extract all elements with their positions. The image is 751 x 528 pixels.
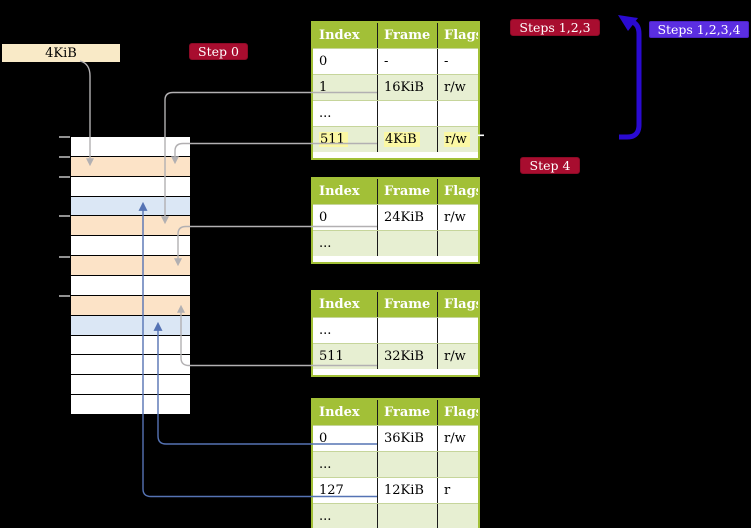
table-cell: ...: [319, 323, 332, 338]
table-cell: 1: [319, 80, 328, 95]
header-flags: Flags: [437, 23, 478, 48]
table-row: 511 32KiB r/w: [313, 343, 478, 369]
memory-row-orange: [71, 156, 190, 177]
page-table-4: Index Frame Flags 0 36KiB r/w ... 127 12…: [311, 398, 480, 528]
table-cell: [437, 231, 478, 256]
table-row: 1 16KiB r/w: [313, 74, 478, 100]
table-cell: [437, 318, 478, 343]
table-cell: 127: [319, 483, 344, 498]
table-row: 0 24KiB r/w: [313, 204, 478, 230]
table-row: ...: [313, 230, 478, 256]
header-frame: Frame: [377, 400, 437, 425]
table-cell: 32KiB: [377, 344, 437, 369]
table-row: ...: [313, 451, 478, 477]
table-cell: ...: [319, 457, 332, 472]
highlight: 4KiB: [384, 132, 420, 147]
memory-row-white: [71, 375, 190, 396]
header-flags: Flags: [437, 179, 478, 204]
table-cell: r/w: [437, 205, 478, 230]
recursive-loop-arrowhead: [618, 15, 638, 31]
memory-row-orange: [71, 295, 190, 316]
highlight: 511: [319, 132, 348, 147]
table-cell: 36KiB: [377, 426, 437, 451]
badge-step-0: Step 0: [189, 43, 248, 60]
table-header-row: Index Frame Flags: [313, 23, 478, 48]
memory-row-white: [71, 137, 190, 157]
table-cell: r: [437, 478, 478, 503]
memory-tick: [59, 176, 70, 178]
memory-tick: [59, 295, 70, 297]
header-index: Index: [319, 184, 360, 199]
table-row: ...: [313, 317, 478, 343]
header-flags: Flags: [437, 292, 478, 317]
table-cell: 12KiB: [377, 478, 437, 503]
table-cell: ...: [319, 509, 332, 524]
table-row: 127 12KiB r: [313, 477, 478, 503]
table-cell: 511: [319, 349, 344, 364]
table-row: ...: [313, 503, 478, 528]
table-cell: ...: [319, 106, 332, 121]
table-header-row: Index Frame Flags: [313, 179, 478, 204]
memory-row-blue: [71, 196, 190, 217]
highlight: r/w: [444, 132, 470, 147]
table-cell: r/w: [437, 75, 478, 100]
header-index: Index: [319, 28, 360, 43]
memory-tick: [59, 156, 70, 158]
table-cell: [437, 452, 478, 477]
table-cell: [437, 504, 478, 528]
badge-steps-1-2-3-4: Steps 1,2,3,4: [649, 21, 749, 38]
memory-row-blue: [71, 315, 190, 336]
table-row-highlighted: 511 4KiB r/w: [313, 126, 478, 152]
recursive-loop-arrow: [619, 19, 642, 140]
memory-row-white: [71, 276, 190, 296]
table-cell: r/w: [437, 127, 478, 152]
frame-size-label: 4KiB: [2, 44, 120, 62]
badge-steps-1-2-3: Steps 1,2,3: [510, 19, 600, 36]
page-table-2: Index Frame Flags 0 24KiB r/w ...: [311, 177, 480, 264]
table-cell: ...: [319, 236, 332, 251]
memory-tick: [59, 136, 70, 138]
header-flags: Flags: [437, 400, 478, 425]
page-table-1: Index Frame Flags 0 - - 1 16KiB r/w ... …: [311, 21, 480, 160]
table-cell: -: [437, 49, 478, 74]
memory-column: [71, 137, 190, 416]
memory-row-white: [71, 355, 190, 376]
table-cell: 0: [319, 54, 328, 69]
table-row: 0 36KiB r/w: [313, 425, 478, 451]
memory-row-white: [71, 236, 190, 257]
table-cell: [377, 504, 437, 528]
page-table-3: Index Frame Flags ... 511 32KiB r/w: [311, 290, 480, 377]
badge-step-4: Step 4: [520, 157, 580, 174]
table-cell: -: [377, 49, 437, 74]
table-cell: 0: [319, 210, 328, 225]
table-cell: 24KiB: [377, 205, 437, 230]
table-cell: 0: [319, 431, 328, 446]
memory-row-orange: [71, 216, 190, 237]
table-cell: 4KiB: [377, 127, 437, 152]
memory-row-orange: [71, 256, 190, 277]
memory-row-white: [71, 335, 190, 356]
memory-row-white: [71, 395, 190, 416]
table-cell: r/w: [437, 426, 478, 451]
table-cell: [437, 101, 478, 126]
table-cell: r/w: [437, 344, 478, 369]
table-cell: [377, 318, 437, 343]
table-cell: 16KiB: [377, 75, 437, 100]
header-frame: Frame: [377, 179, 437, 204]
table-cell: 511: [313, 127, 377, 152]
table-cell: [377, 452, 437, 477]
table-row: 0 - -: [313, 48, 478, 74]
memory-tick: [59, 256, 70, 258]
header-index: Index: [319, 405, 360, 420]
table-row: ...: [313, 100, 478, 126]
table-cell: [377, 101, 437, 126]
header-frame: Frame: [377, 292, 437, 317]
memory-row-white: [71, 176, 190, 197]
memory-tick: [59, 215, 70, 217]
header-frame: Frame: [377, 23, 437, 48]
table-cell: [377, 231, 437, 256]
table-header-row: Index Frame Flags: [313, 400, 478, 425]
table-header-row: Index Frame Flags: [313, 292, 478, 317]
header-index: Index: [319, 297, 360, 312]
